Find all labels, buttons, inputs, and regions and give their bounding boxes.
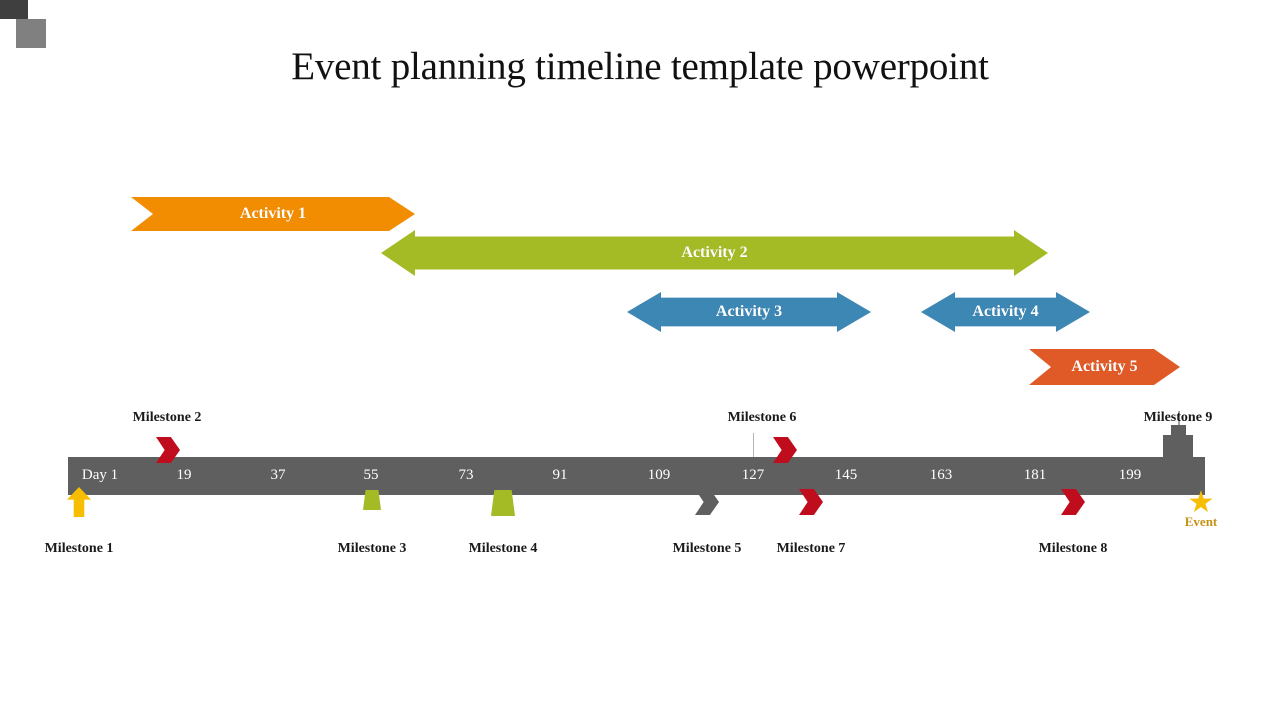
milestone-label-7: Milestone 7: [776, 541, 846, 556]
timeline-bar: [68, 457, 1205, 495]
timeline-tick-label: 163: [929, 467, 953, 483]
milestone-antenna-icon: [1178, 411, 1180, 425]
activity-bar-3[interactable]: Activity 3: [627, 292, 871, 332]
activity-label: Activity 4: [972, 303, 1039, 320]
timeline-tick-label: 199: [1118, 467, 1142, 483]
activity-bar-5[interactable]: Activity 5: [1029, 349, 1180, 385]
milestone-label-6: Milestone 6: [727, 410, 797, 425]
timeline-tick-label: Day 1: [81, 467, 119, 483]
milestone-trapezoid-icon: [363, 490, 381, 510]
timeline-tick-label: 109: [647, 467, 671, 483]
timeline-tick-label: 127: [741, 467, 765, 483]
milestone-tower-icon: [1163, 435, 1193, 457]
milestone-label-4: Milestone 4: [468, 541, 538, 556]
activity-bar-4[interactable]: Activity 4: [921, 292, 1090, 332]
milestone-tower-top-icon: [1171, 425, 1186, 435]
timeline-tick-label: 55: [363, 467, 379, 483]
milestone-label-9: Milestone 9: [1143, 410, 1213, 425]
event-star-icon: ★: [1187, 486, 1215, 519]
timeline-tick-label: 181: [1023, 467, 1047, 483]
activity-bar-2[interactable]: Activity 2: [381, 230, 1048, 276]
timeline-tick-label: 73: [458, 467, 474, 483]
timeline-tick-label: 37: [270, 467, 286, 483]
page-title: Event planning timeline template powerpo…: [291, 45, 989, 88]
milestone-connector-line: [753, 433, 754, 457]
milestone-label-5: Milestone 5: [672, 541, 742, 556]
decor-square-gray: [16, 19, 46, 48]
timeline-tick-label: 19: [176, 467, 192, 483]
milestone-trapezoid-icon: [491, 490, 515, 516]
milestone-label-1: Milestone 1: [44, 541, 114, 556]
activity-label: Activity 5: [1071, 358, 1138, 375]
activity-label: Activity 1: [239, 205, 307, 222]
timeline-tick-label: 91: [552, 467, 568, 483]
activity-bar-1[interactable]: Activity 1: [131, 197, 415, 231]
milestone-label-2: Milestone 2: [132, 410, 202, 425]
event-label: Event: [1184, 514, 1218, 529]
milestone-label-8: Milestone 8: [1038, 541, 1108, 556]
timeline-tick-label: 145: [834, 467, 858, 483]
milestone-label-3: Milestone 3: [337, 541, 407, 556]
activity-label: Activity 3: [715, 303, 783, 320]
activity-label: Activity 2: [681, 244, 748, 261]
decor-square-dark: [0, 0, 28, 19]
